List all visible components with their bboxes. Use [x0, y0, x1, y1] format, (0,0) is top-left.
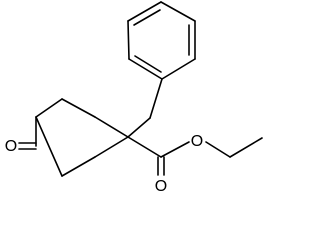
bond: [127, 136, 162, 158]
ester-ether-oxygen-label: O: [191, 133, 203, 150]
aromatic-double-bond: [134, 55, 162, 73]
bond: [205, 141, 231, 158]
bond: [35, 116, 63, 177]
molecule-structure: O O O: [5, 1, 263, 195]
ester-carbonyl-oxygen-label: O: [155, 178, 167, 195]
bond: [61, 98, 96, 118]
bond: [160, 141, 190, 158]
aromatic-double-bond: [133, 9, 161, 26]
bond: [127, 1, 162, 22]
bond: [35, 98, 63, 118]
benzyl-ring-bond: [149, 78, 163, 119]
bond: [61, 156, 96, 177]
ester-group: [127, 136, 263, 176]
bond: [128, 58, 163, 80]
bond: [161, 58, 196, 80]
bond: [229, 137, 263, 158]
bond: [94, 116, 129, 138]
bond: [127, 20, 130, 60]
bond: [94, 136, 129, 158]
ketone-oxygen-label: O: [5, 138, 17, 155]
benzene-ring: [127, 1, 196, 80]
benzyl-ch2-bond: [127, 117, 151, 138]
cyclohexanone-ring: [35, 98, 129, 177]
bond: [160, 1, 196, 22]
